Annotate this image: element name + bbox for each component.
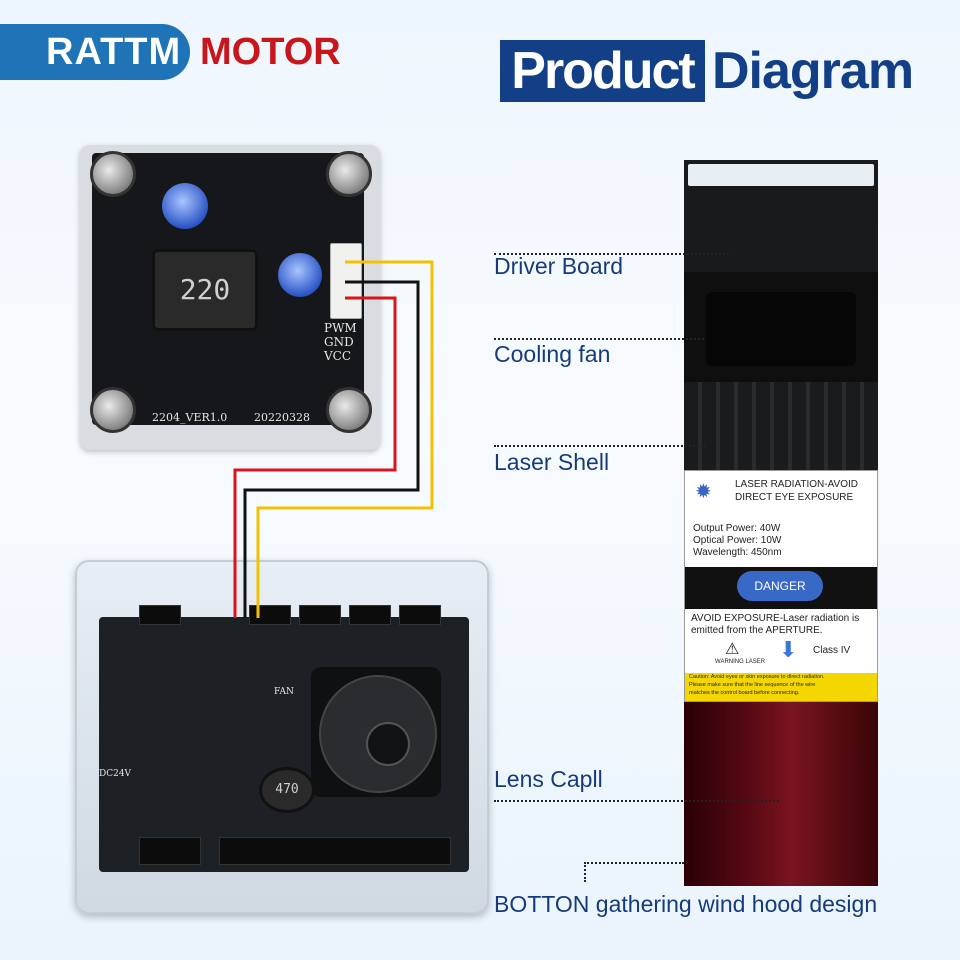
header-connector xyxy=(299,605,341,625)
capacitor-large xyxy=(162,183,208,229)
bottom-header xyxy=(219,837,451,865)
control-pcb: 470 FAN DC24V xyxy=(99,605,469,872)
optical-power: Optical Power: 10W xyxy=(693,535,782,546)
laser-fan-section xyxy=(684,272,878,382)
label-lens: Lens Capll xyxy=(494,766,603,792)
power-label: DC24V xyxy=(99,769,132,779)
pin-label-vcc: VCC xyxy=(324,349,352,363)
screw-icon xyxy=(90,387,136,433)
arrow-down-icon: ⬇ xyxy=(779,637,798,662)
wire-black xyxy=(243,280,420,618)
board-inductor-label: 470 xyxy=(259,767,315,813)
fan-label: FAN xyxy=(274,687,294,697)
caution-line-3: matches the control board before connect… xyxy=(689,690,800,696)
caution-line-2: Please make sure that the line sequence … xyxy=(689,682,816,688)
title-word-product: Product xyxy=(500,40,705,102)
label-driver-board: Driver Board xyxy=(494,253,624,279)
leader-hood xyxy=(584,862,684,864)
label-cooling-fan: Cooling fan xyxy=(494,341,611,367)
leader-hood-vertical xyxy=(584,862,586,882)
header-connector xyxy=(139,605,181,625)
wire-red xyxy=(233,296,397,618)
leader-driver-board xyxy=(494,253,729,255)
pin-label-pwm: PWM xyxy=(324,321,357,335)
bottom-header xyxy=(139,837,201,865)
capacitor-small xyxy=(278,253,322,297)
caution-line-1: Caution: Avoid eyes or skin exposure to … xyxy=(689,674,825,680)
driver-pcb: 220 PWM GND VCC 2204_VER1.0 20220328 xyxy=(90,151,372,433)
danger-badge: DANGER xyxy=(737,571,823,601)
header-connector xyxy=(399,605,441,625)
screw-icon xyxy=(326,151,372,197)
board-version: 2204_VER1.0 xyxy=(152,411,228,424)
avoid-line-1: AVOID EXPOSURE-Laser radiation is xyxy=(691,613,860,624)
leader-lens xyxy=(494,800,779,802)
wavelength: Wavelength: 450nm xyxy=(693,547,782,558)
warning-triangle-icon: ⚠ xyxy=(725,641,740,658)
warn-header-2: DIRECT EYE EXPOSURE xyxy=(735,492,854,503)
driver-board-photo: 220 PWM GND VCC 2204_VER1.0 20220328 xyxy=(80,145,380,450)
board-fan xyxy=(311,667,441,797)
laser-module-photo: LASER RADIATION-AVOID DIRECT EYE EXPOSUR… xyxy=(684,160,878,886)
inductor-label: 220 xyxy=(152,249,258,331)
leader-cooling-fan xyxy=(494,338,704,340)
lens-cap-section xyxy=(684,702,878,886)
screw-icon xyxy=(90,151,136,197)
laser-driver-section xyxy=(684,160,878,272)
board-date: 20220328 xyxy=(254,411,310,424)
pin-label-gnd: GND xyxy=(324,335,354,349)
title-word-diagram: Diagram xyxy=(712,42,914,100)
control-board-photo: 470 FAN DC24V xyxy=(75,560,489,914)
warn-header-1: LASER RADIATION-AVOID xyxy=(735,479,858,490)
laser-class: Class IV xyxy=(813,645,851,656)
wire-yellow xyxy=(256,260,434,618)
brand-name: RATTM xyxy=(0,24,190,80)
header-connector xyxy=(349,605,391,625)
avoid-line-2: emitted from the APERTURE. xyxy=(691,625,823,636)
laser-warning-label: LASER RADIATION-AVOID DIRECT EYE EXPOSUR… xyxy=(684,470,878,702)
brand-suffix: MOTOR xyxy=(200,31,341,73)
caution-strip: Caution: Avoid eyes or skin exposure to … xyxy=(685,673,877,701)
label-hood: BOTTON gathering wind hood design xyxy=(494,891,878,917)
leader-laser-shell xyxy=(494,445,706,447)
warning-laser-text: WARNING LASER xyxy=(715,659,766,665)
screw-icon xyxy=(326,387,372,433)
output-power: Output Power: 40W xyxy=(693,523,781,534)
label-laser-shell: Laser Shell xyxy=(494,449,610,475)
laser-burst-icon: ✹ xyxy=(695,481,712,503)
